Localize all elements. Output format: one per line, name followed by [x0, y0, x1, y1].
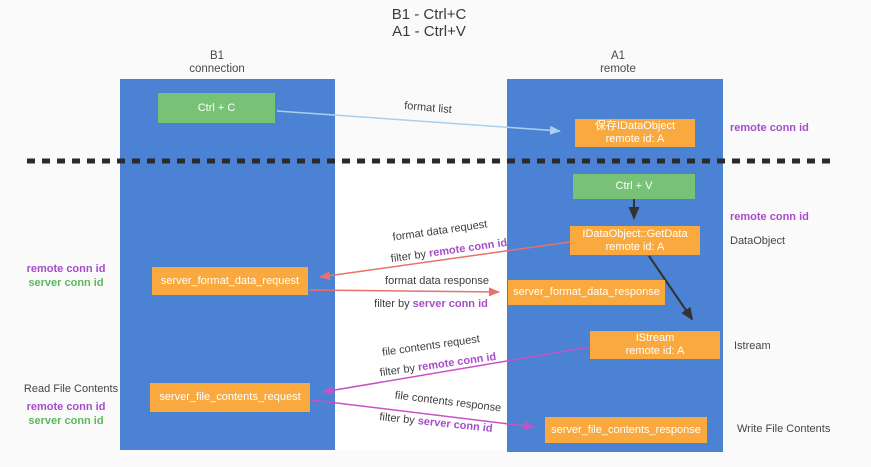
node-getdata-line1: IDataObject::GetData: [582, 227, 688, 240]
node-save-idataobject: 保存IDataObject remote id: A: [575, 119, 695, 147]
title-line-2: A1 - Ctrl+V: [392, 23, 466, 40]
node-format-request-label: server_format_data_request: [160, 274, 300, 287]
node-istream: IStream remote id: A: [590, 331, 720, 359]
format-list-label: format list: [403, 99, 453, 117]
left-conn-id-stack-1: remote conn id server conn id: [18, 262, 114, 290]
left-remote-conn-id-label-2: remote conn id: [26, 401, 106, 413]
lane-a1-name: A1: [610, 50, 626, 62]
diagram-title: B1 - Ctrl+C A1 - Ctrl+V: [329, 6, 529, 40]
node-idataobject-getdata: IDataObject::GetData remote id: A: [570, 226, 700, 255]
left-server-conn-id-label-2: server conn id: [28, 415, 104, 427]
write-file-contents-label: Write File Contents: [737, 423, 831, 435]
node-format-response-label: server_format_data_response: [513, 286, 660, 298]
left-conn-id-stack-2: remote conn id server conn id: [18, 400, 114, 428]
node-server-file-contents-request: server_file_contents_request: [150, 383, 310, 412]
node-ctrl-v: Ctrl + V: [573, 174, 695, 199]
dataobject-label: DataObject: [730, 235, 786, 247]
right-remote-conn-id-label-2: remote conn id: [730, 211, 809, 223]
node-server-file-contents-response: server_file_contents_response: [545, 417, 707, 443]
istream-side-label: Istream: [734, 340, 771, 352]
node-save-idataobject-line2: remote id: A: [605, 133, 665, 145]
lane-a1-subtitle: remote: [600, 63, 636, 75]
lane-b1-subtitle: connection: [189, 63, 245, 75]
node-getdata-line2: remote id: A: [605, 240, 665, 253]
node-istream-line2: remote id: A: [625, 345, 685, 357]
lane-header-a1: A1 remote: [543, 50, 693, 76]
read-file-contents-label: Read File Contents: [23, 383, 119, 395]
node-file-response-label: server_file_contents_response: [551, 423, 701, 436]
node-server-format-data-request: server_format_data_request: [152, 267, 308, 295]
lane-b1-name: B1: [209, 50, 225, 62]
node-ctrl-v-label: Ctrl + V: [615, 180, 653, 192]
server-conn-id-text: server conn id: [412, 298, 488, 310]
node-ctrl-c-label: Ctrl + C: [197, 101, 236, 114]
lane-header-b1: B1 connection: [142, 50, 292, 76]
right-remote-conn-id-label-1: remote conn id: [730, 122, 809, 134]
node-server-format-data-response: server_format_data_response: [508, 280, 665, 305]
node-ctrl-c: Ctrl + C: [158, 93, 275, 123]
node-file-request-label: server_file_contents_request: [159, 391, 301, 403]
left-server-conn-id-label-1: server conn id: [28, 277, 104, 289]
node-save-idataobject-line1: 保存IDataObject: [594, 120, 676, 132]
node-istream-line1: IStream: [635, 332, 675, 344]
filter-by-server-conn-id-label-1: filter by server conn id: [371, 298, 491, 310]
left-remote-conn-id-label-1: remote conn id: [26, 263, 106, 275]
title-line-1: B1 - Ctrl+C: [391, 6, 467, 23]
filter-by-text: filter by: [374, 298, 413, 310]
format-data-response-label: format data response: [385, 275, 489, 287]
